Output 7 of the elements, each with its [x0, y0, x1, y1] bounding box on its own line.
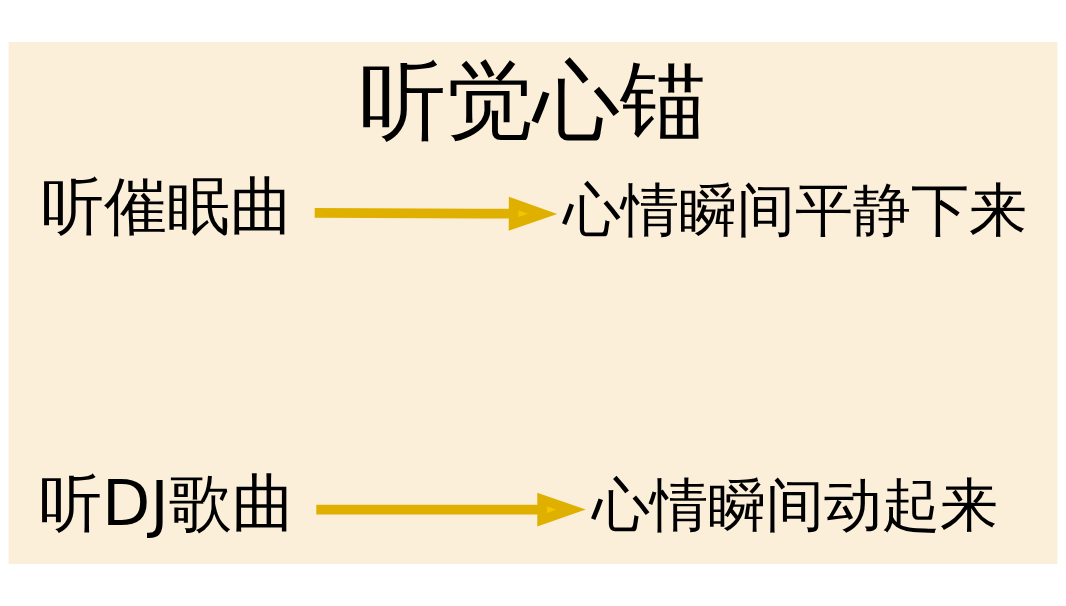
- arrow: [316, 492, 586, 527]
- node-text: 心情瞬间动起来: [592, 470, 999, 539]
- node-text: 听催眠曲: [40, 169, 293, 243]
- node-text: 听DJ歌曲: [38, 466, 295, 540]
- diagram-title: 听觉心锚: [359, 49, 707, 152]
- arrow: [314, 196, 558, 231]
- node-text: 心情瞬间平静下来: [563, 175, 1028, 244]
